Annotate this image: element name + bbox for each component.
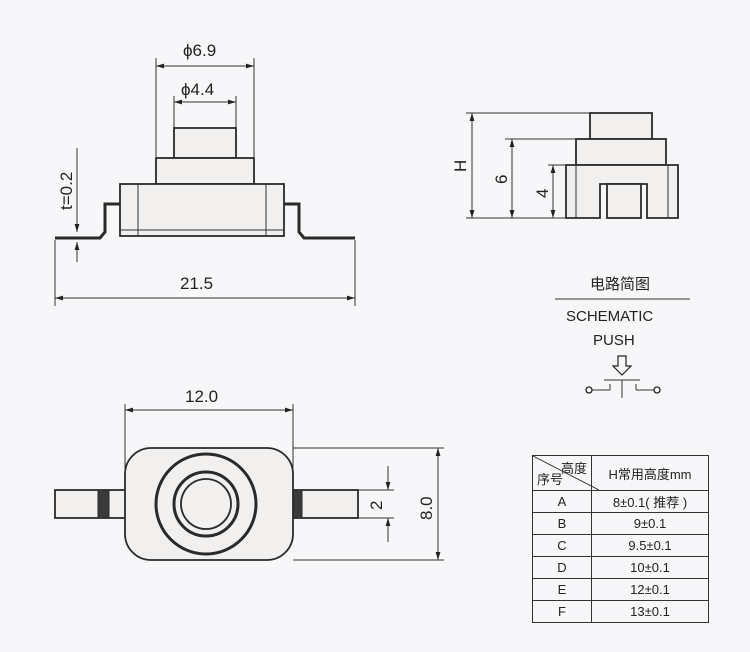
row-id: F: [532, 600, 592, 623]
side-cap: [575, 138, 667, 166]
row-id: D: [532, 556, 592, 579]
row-id: B: [532, 512, 592, 535]
dim-8: 8.0: [417, 496, 436, 520]
top-left-terminal: [54, 489, 128, 519]
dim-width: 21.5: [180, 274, 213, 293]
table-header-row: 高度 序号 H常用高度mm: [532, 455, 709, 491]
outer-ring: [154, 452, 258, 556]
dim-2: 2: [367, 501, 386, 510]
row-height: 13±0.1: [591, 600, 709, 623]
right-terminal: [284, 202, 355, 240]
header-index-label: 序号: [537, 472, 564, 487]
side-housing: [565, 164, 679, 219]
plunger-top: [173, 127, 237, 159]
contact-left-icon: [585, 386, 593, 394]
schematic: 电路简图 SCHEMATIC PUSH: [555, 275, 690, 398]
dim-thickness: t=0.2: [57, 172, 76, 210]
side-plunger: [589, 112, 653, 140]
schematic-title-en: SCHEMATIC: [566, 308, 653, 325]
dim-4: 4: [533, 189, 552, 198]
table-row: F 13±0.1: [532, 600, 709, 623]
row-id: C: [532, 534, 592, 557]
header-common-height: H常用高度mm: [591, 455, 709, 491]
table-diagonal-header: 高度 序号: [532, 455, 599, 491]
front-view: ϕ6.9 ϕ4.4 t=0.2 21.5: [54, 41, 356, 306]
table-row: C 9.5±0.1: [532, 534, 709, 557]
dim-outer-diameter: ϕ6.9: [183, 41, 216, 60]
table-row: D 10±0.1: [532, 556, 709, 579]
dim-12: 12.0: [185, 387, 218, 406]
header-height-label: 高度: [560, 461, 587, 476]
row-id: E: [532, 578, 592, 601]
table-row: A 8±0.1( 推荐 ): [532, 490, 709, 513]
height-table: 高度 序号 H常用高度mm A 8±0.1( 推荐 ) B 9±0.1 C 9.…: [532, 455, 709, 623]
row-height: 8±0.1( 推荐 ): [591, 490, 709, 513]
schematic-title-cn: 电路简图: [590, 275, 650, 293]
diagonal-line: [533, 456, 599, 490]
row-height: 9±0.1: [591, 512, 709, 535]
cap: [155, 157, 255, 185]
top-view: 12.0 2 8.0: [54, 387, 444, 561]
schematic-push: PUSH: [593, 332, 635, 349]
side-view: H 6 4: [451, 112, 679, 219]
housing: [119, 183, 285, 237]
left-terminal: [55, 202, 120, 240]
dim-inner-diameter: ϕ4.4: [181, 80, 214, 99]
inner-ring: [172, 470, 240, 538]
top-body: [124, 447, 294, 561]
row-height: 10±0.1: [591, 556, 709, 579]
dim-6: 6: [492, 175, 511, 184]
row-height: 9.5±0.1: [591, 534, 709, 557]
push-arrow-icon: [611, 355, 633, 376]
contact-right-icon: [653, 386, 661, 394]
table-row: E 12±0.1: [532, 578, 709, 601]
row-height: 12±0.1: [591, 578, 709, 601]
row-id: A: [532, 490, 592, 513]
dim-H: H: [451, 160, 470, 172]
table-row: B 9±0.1: [532, 512, 709, 535]
